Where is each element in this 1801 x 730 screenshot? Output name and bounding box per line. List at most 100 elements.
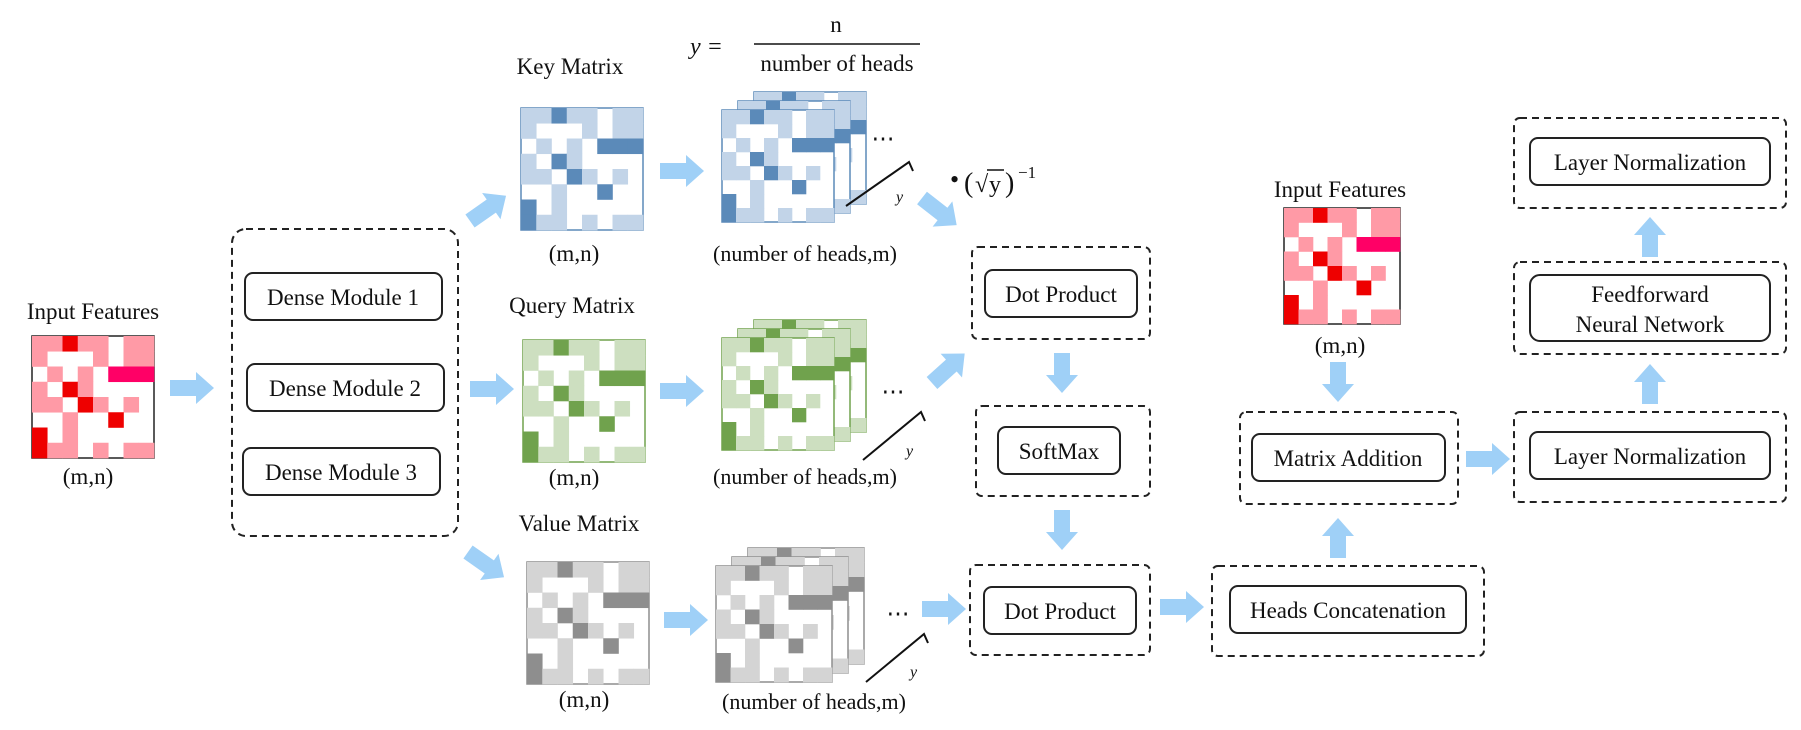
layer-norm-2-label: Layer Normalization [1554, 150, 1747, 175]
value-heads-layer-2-cell [788, 595, 804, 610]
key-heads-layer [721, 109, 835, 223]
key-heads-layer-2-cell [750, 208, 765, 223]
key-heads-layer-2-cell [820, 124, 835, 139]
input-left-matrix-cell [32, 336, 48, 352]
key-matrix-title: Key Matrix [517, 54, 624, 79]
input-features-left-title: Input Features [27, 299, 159, 324]
key-matrix-cell [582, 169, 598, 185]
key-matrix-cell [612, 123, 629, 139]
input-left-matrix-cell [138, 442, 155, 459]
value-matrix-cell [618, 562, 635, 578]
key-heads-layer-2-cell [806, 208, 821, 223]
key-heads-layer-2-cell [806, 110, 821, 125]
value-matrix-cell [572, 607, 589, 624]
key-matrix-cell [582, 214, 598, 231]
input-right-matrix-cell [1284, 295, 1299, 310]
query-matrix-cell [568, 401, 585, 417]
dense-module-3-box [242, 447, 441, 496]
query-matrix-cell [553, 416, 570, 432]
input-right-matrix-cell [1313, 295, 1328, 310]
query-matrix-cell [568, 385, 585, 402]
query-matrix-cell [584, 355, 600, 371]
key-matrix-cell [521, 123, 537, 139]
input-right-matrix-cell [1327, 237, 1343, 252]
input-features-left-shape: (m,n) [63, 464, 113, 489]
key-matrix-cell [612, 138, 629, 155]
value-heads-layer-2-cell [745, 667, 760, 683]
value-heads-layer-2-cell [817, 595, 833, 610]
key-heads-layer-1-cell [836, 199, 851, 214]
dense-module-1-box [244, 272, 443, 321]
input-right-matrix-cell [1371, 237, 1386, 252]
concat-group [1211, 565, 1485, 657]
key-brace [845, 160, 914, 207]
query-matrix-cell [553, 385, 570, 402]
input-left-matrix-cell [93, 336, 109, 352]
arrow-query-to-dot [921, 341, 976, 395]
query-heads-layer-2-cell [778, 352, 793, 367]
value-heads-layer-2-cell [817, 667, 833, 683]
value-heads-layer-2-cell [716, 609, 731, 625]
input-right-matrix-cell [1385, 208, 1401, 223]
input-left-matrix-cell [47, 397, 63, 413]
value-matrix-cell [618, 668, 635, 685]
key-heads-shape: (number of heads,m) [713, 241, 897, 266]
value-heads-layer-1-cell [833, 658, 849, 674]
input-left-matrix-cell [32, 442, 48, 459]
value-heads-layer-2-cell [716, 667, 731, 683]
value-matrix-shape: (m,n) [559, 687, 609, 712]
input-right-matrix-cell [1327, 266, 1343, 281]
value-matrix-cell [603, 592, 619, 609]
softmax-group [975, 405, 1151, 497]
value-heads-layer-2-cell [730, 566, 746, 581]
value-matrix-cell [557, 607, 574, 624]
key-matrix-cell [521, 199, 537, 216]
query-matrix-cell [614, 370, 631, 387]
input-right-matrix-cell [1342, 208, 1357, 223]
input-right-matrix-cell [1284, 222, 1299, 238]
query-matrix-cell [568, 340, 585, 356]
value-heads-layer-2-cell [759, 595, 775, 610]
value-brace-label: y [908, 664, 918, 681]
query-matrix-cell [584, 340, 600, 356]
dot-product-2-box [983, 586, 1137, 635]
value-heads-layer-2-cell [745, 566, 760, 581]
arrow-ffn-to-norm [1634, 217, 1666, 257]
key-matrix-cell [536, 169, 552, 185]
arrow-norm-to-ffn [1634, 364, 1666, 404]
query-matrix-cell [614, 355, 631, 371]
value-matrix-cell [618, 592, 635, 609]
input-right-matrix-cell [1342, 266, 1357, 281]
key-heads-layer-2-cell [778, 124, 793, 139]
input-right-matrix-cell [1385, 237, 1401, 252]
value-heads-shape: (number of heads,m) [722, 689, 906, 714]
input-left-matrix-cell [93, 397, 109, 413]
input-right-matrix-cell [1313, 208, 1328, 223]
input-features-right-matrix [1283, 207, 1401, 325]
concat-box [1229, 585, 1467, 634]
key-matrix [520, 107, 644, 231]
key-matrix-cell [521, 214, 537, 231]
query-heads-layer-0-cell [852, 348, 867, 363]
value-matrix-cell [633, 592, 650, 609]
input-left-matrix-cell [77, 336, 94, 352]
value-matrix-cell [603, 638, 619, 654]
input-left-matrix-cell [77, 366, 94, 383]
value-heads-layer-2-cell [716, 624, 731, 639]
query-matrix-cell [523, 355, 539, 371]
value-matrix-cell [542, 592, 558, 609]
input-right-matrix-cell [1298, 266, 1314, 281]
query-heads-layer-2-cell [750, 408, 765, 423]
input-left-matrix-cell [123, 366, 140, 383]
query-matrix-cell [553, 431, 570, 448]
value-matrix-cell [527, 653, 543, 670]
input-left-matrix-cell [108, 366, 124, 383]
arrow-input-to-dense [170, 372, 214, 404]
key-heads-layer-2-cell [778, 110, 793, 125]
layer-norm-1-box [1529, 431, 1771, 480]
key-heads-layer-2-cell [722, 124, 737, 139]
query-matrix-cell [523, 340, 539, 356]
key-heads-stack [721, 91, 867, 223]
query-matrix-cell [629, 370, 646, 387]
key-matrix-cell [551, 214, 568, 231]
